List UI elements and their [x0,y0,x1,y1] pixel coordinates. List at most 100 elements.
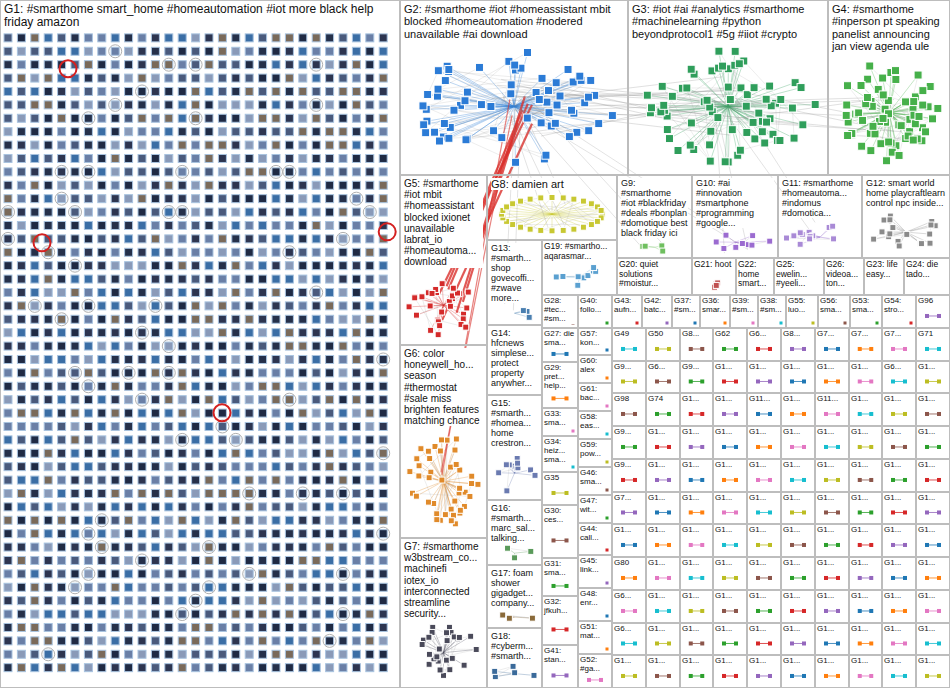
vertex-icon [58,248,66,256]
vertex-icon [366,315,374,323]
vertex-icon [151,355,159,363]
vertex-icon [232,141,240,149]
vertex-icon [366,168,374,176]
vertex-icon [178,556,186,564]
vertex-icon [259,463,267,471]
vertex-icon [84,463,92,471]
vertex-icon [44,87,52,95]
vertex-icon [205,355,213,363]
vertex-ring [55,192,68,205]
vertex-icon [111,449,119,457]
vertex-icon [165,47,173,55]
vertex-icon [17,355,25,363]
vertex-icon [71,315,79,323]
vertex-icon [339,87,347,95]
vertex-ring [270,165,283,178]
vertex-ring [176,433,189,446]
vertex-icon [98,396,106,404]
vertex-icon [58,489,66,497]
vertex-icon [218,87,226,95]
vertex-icon [218,141,226,149]
vertex-icon [285,87,293,95]
vertex-icon [58,476,66,484]
vertex-icon [366,47,374,55]
vertex-icon [44,503,52,511]
vertex-icon [285,302,293,310]
vertex-icon [259,315,267,323]
vertex-icon [192,128,200,136]
vertex-icon [165,87,173,95]
vertex-icon [205,34,213,42]
vertex-icon [366,262,374,270]
vertex-icon [138,61,146,69]
vertex-icon [285,503,293,511]
vertex-icon [84,195,92,203]
vertex-icon [71,262,79,270]
vertex-icon [272,382,280,390]
vertex-icon [192,530,200,538]
vertex-icon [312,409,320,417]
vertex-ring [109,98,122,111]
vertex-icon [71,449,79,457]
vertex-icon [165,530,173,538]
vertex-icon [299,422,307,430]
vertex-icon [232,87,240,95]
vertex-icon [232,342,240,350]
vertex-icon [312,396,320,404]
vertex-icon [192,355,200,363]
vertex-icon [138,141,146,149]
vertex-icon [84,87,92,95]
inter-group-edge [502,93,548,227]
vertex-icon [31,503,39,511]
vertex-icon [98,101,106,109]
vertex-icon [111,208,119,216]
vertex-icon [299,275,307,283]
vertex-ring [95,541,108,554]
vertex-icon [44,476,52,484]
vertex-icon [17,235,25,243]
vertex-icon [178,503,186,511]
vertex-icon [339,61,347,69]
vertex-icon [165,396,173,404]
vertex-icon [192,288,200,296]
vertex-icon [272,101,280,109]
vertex-icon [218,262,226,270]
vertex-icon [272,369,280,377]
vertex-icon [178,87,186,95]
vertex-icon [17,369,25,377]
vertex-icon [4,369,12,377]
vertex-icon [98,369,106,377]
vertex-icon [339,74,347,82]
vertex-icon [352,288,360,296]
vertex-icon [98,74,106,82]
vertex-icon [218,382,226,390]
inter-group-edge [525,114,565,205]
vertex-icon [125,47,133,55]
vertex-icon [352,315,360,323]
vertex-icon [58,342,66,350]
vertex-icon [245,195,253,203]
vertex-icon [299,543,307,551]
vertex-ring [176,206,189,219]
vertex-icon [259,436,267,444]
vertex-icon [17,530,25,538]
vertex-icon [272,355,280,363]
vertex-icon [4,489,12,497]
vertex-icon [205,342,213,350]
vertex-icon [165,101,173,109]
edge-line [423,105,514,107]
vertex-icon [379,61,387,69]
vertex-icon [138,235,146,243]
vertex-icon [312,47,320,55]
vertex-icon [205,543,213,551]
vertex-icon [111,195,119,203]
vertex-icon [111,235,119,243]
vertex-icon [192,141,200,149]
vertex-icon [259,422,267,430]
vertex-icon [299,342,307,350]
vertex-icon [4,409,12,417]
vertex-icon [178,422,186,430]
vertex-icon [366,208,374,216]
vertex-icon [178,382,186,390]
vertex-ring [82,299,95,312]
